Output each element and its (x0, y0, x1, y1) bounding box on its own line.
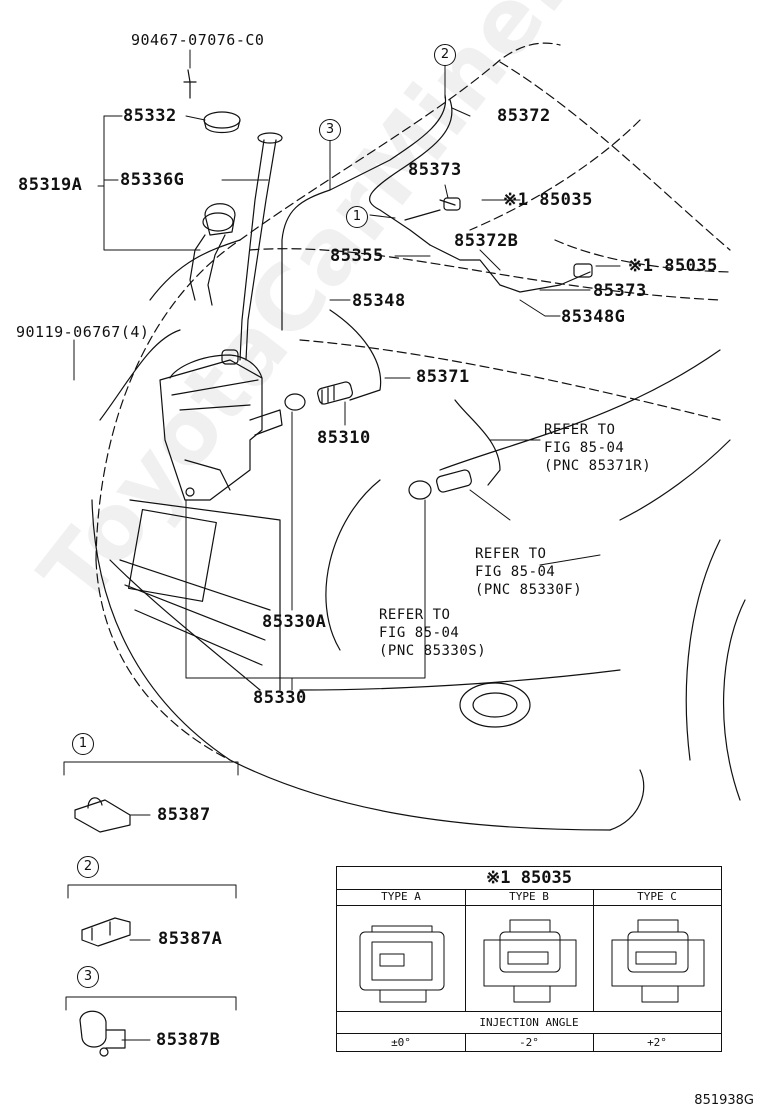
table-header-type-a: TYPE A (337, 889, 465, 906)
part-label-85355: 85355 (330, 246, 384, 266)
table-divider (465, 889, 466, 1011)
washer-nozzles (443, 197, 593, 278)
callout-circle-2: 2 (434, 44, 456, 66)
washer-pumps (284, 381, 472, 500)
table-header-type-c: TYPE C (593, 889, 721, 906)
part-label-85336g: 85336G (120, 170, 185, 190)
part-label-85372b: 85372B (454, 231, 519, 251)
nozzle-type-sketches (359, 919, 705, 1003)
part-label-85035-lower: ※1 85035 (628, 256, 718, 276)
callout-circle-1: 1 (346, 206, 368, 228)
level-gauge-tube (239, 132, 283, 361)
refer-note-85371r: REFER TO FIG 85-04 (PNC 85371R) (544, 422, 652, 474)
reservoir-cap (183, 69, 241, 134)
table-divider (593, 1033, 594, 1052)
nozzle-type-table: ※1 85035 TYPE A TYPE B TYPE C INJECTION … (336, 866, 722, 1052)
part-label-85387a: 85387A (158, 929, 223, 949)
callout-circle-3: 3 (319, 119, 341, 141)
part-label-85035-upper: ※1 85035 (503, 190, 593, 210)
filler-neck (189, 203, 236, 306)
detail-circle-1: 1 (72, 733, 94, 755)
washer-reservoir (159, 349, 283, 501)
part-label-85373-upper: 85373 (408, 160, 462, 180)
detail-circle-2: 2 (77, 856, 99, 878)
part-label-85387: 85387 (157, 805, 211, 825)
clip-illustrations (74, 797, 131, 1057)
refer-note-85330f: REFER TO FIG 85-04 (PNC 85330F) (475, 546, 583, 598)
washer-hoses (281, 94, 591, 486)
part-label-85373-lower: 85373 (593, 281, 647, 301)
part-label-90119-06767: 90119-06767(4) (16, 323, 150, 341)
part-label-85371: 85371 (416, 367, 470, 387)
drawing-code: 851938G (694, 1093, 754, 1108)
detail-brackets (63, 761, 239, 1011)
table-divider (593, 889, 594, 1011)
refer-note-85330s: REFER TO FIG 85-04 (PNC 85330S) (379, 607, 487, 659)
part-label-85319a: 85319A (18, 175, 83, 195)
table-divider (465, 1033, 466, 1052)
part-label-85330a: 85330A (262, 612, 327, 632)
detail-circle-3: 3 (77, 966, 99, 988)
front-bumper-outline (91, 239, 746, 831)
part-label-85330: 85330 (253, 688, 307, 708)
vehicle-body-outline (95, 42, 731, 761)
table-angle-type-b: -2° (519, 1036, 539, 1049)
part-label-85348g: 85348G (561, 307, 626, 327)
part-label-85332: 85332 (123, 106, 177, 126)
table-angle-type-c: +2° (647, 1036, 667, 1049)
part-label-85310: 85310 (317, 428, 371, 448)
table-title: ※1 85035 (337, 867, 721, 890)
table-angle-type-a: ±0° (391, 1036, 411, 1049)
part-label-85348: 85348 (352, 291, 406, 311)
part-label-85372: 85372 (497, 106, 551, 126)
table-injection-angle-header: INJECTION ANGLE (337, 1011, 721, 1034)
part-label-90467-07076-c0: 90467-07076-C0 (131, 31, 265, 49)
table-header-type-b: TYPE B (465, 889, 593, 906)
leader-lines (73, 49, 621, 1041)
part-label-85387b: 85387B (156, 1030, 221, 1050)
